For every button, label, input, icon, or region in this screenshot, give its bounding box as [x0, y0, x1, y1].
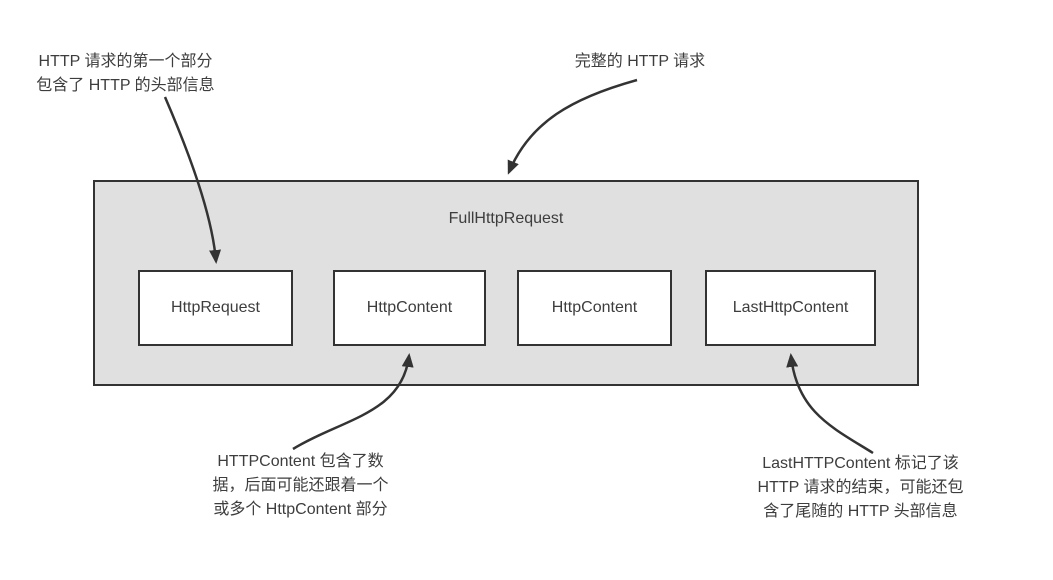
- http-content-label-2: HttpContent: [551, 299, 638, 316]
- arrow-to-full-http-request: [507, 78, 638, 175]
- annotation-last-http-content: LastHTTPContent 标记了该 HTTP 请求的结束，可能还包 含了尾…: [748, 452, 973, 524]
- annotation-line: 据，后面可能还跟着一个: [212, 477, 389, 494]
- last-http-content-box: LastHttpContent: [705, 270, 876, 346]
- annotation-line: 包含了 HTTP 的头部信息: [36, 77, 215, 94]
- annotation-line: 或多个 HttpContent 部分: [213, 501, 388, 518]
- http-content-box-2: HttpContent: [517, 270, 672, 346]
- http-content-label-1: HttpContent: [366, 299, 453, 316]
- annotation-line: HTTP 请求的第一个部分: [38, 53, 213, 70]
- annotation-full-request: 完整的 HTTP 请求: [540, 50, 740, 74]
- annotation-http-request: HTTP 请求的第一个部分 包含了 HTTP 的头部信息: [18, 50, 233, 98]
- annotation-http-content: HTTPContent 包含了数 据，后面可能还跟着一个 或多个 HttpCon…: [188, 450, 413, 522]
- full-http-request-label: FullHttpRequest: [448, 210, 564, 227]
- http-request-box: HttpRequest: [138, 270, 293, 346]
- last-http-content-label: LastHttpContent: [732, 299, 849, 316]
- annotation-line: HTTPContent 包含了数: [217, 453, 384, 470]
- http-request-label: HttpRequest: [171, 299, 260, 316]
- annotation-line: 完整的 HTTP 请求: [574, 53, 706, 70]
- http-content-box-1: HttpContent: [333, 270, 486, 346]
- annotation-line: LastHTTPContent 标记了该: [762, 455, 959, 472]
- annotation-line: 含了尾随的 HTTP 头部信息: [763, 503, 958, 520]
- annotation-line: HTTP 请求的结束，可能还包: [757, 479, 964, 496]
